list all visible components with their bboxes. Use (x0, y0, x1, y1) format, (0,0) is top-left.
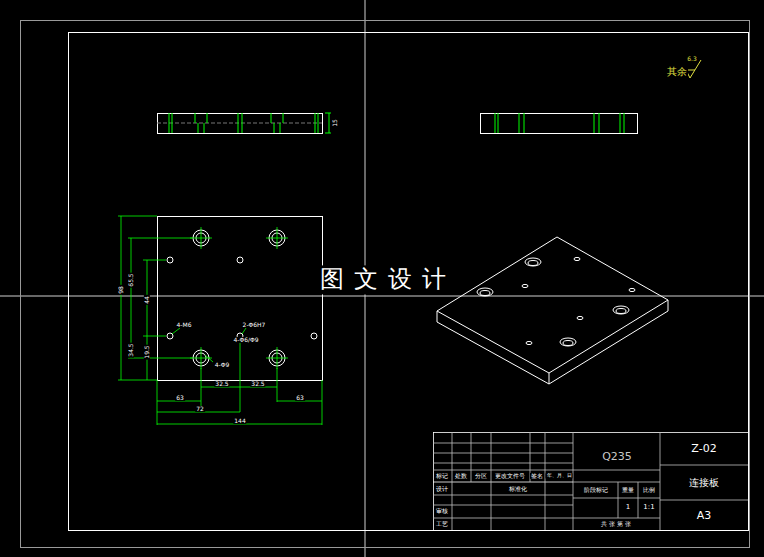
table-cell: 审核 (435, 508, 449, 514)
table-cell: 重量 (621, 487, 635, 493)
table-cell: 年、月、日 (546, 473, 573, 478)
table-cell: 设计 (435, 486, 449, 492)
dimension: 15 (332, 118, 338, 128)
dimension: 72 (195, 406, 205, 412)
table-cell: 处数 (454, 473, 468, 479)
dimension: 63 (175, 395, 185, 401)
dimension: 63 (295, 395, 305, 401)
table-cell: 1:1 (642, 504, 655, 511)
table-cell: 签名 (530, 473, 544, 479)
hole-callout: 4-M6 (176, 322, 193, 328)
table-cell: 更改文件号 (494, 473, 526, 479)
dimension: 98 (118, 285, 124, 295)
table-cell: 比例 (642, 487, 656, 493)
hole-callout: 4-Φ9 (214, 362, 231, 368)
dimension: 34.5 (128, 342, 134, 357)
table-cell: 工艺 (435, 521, 449, 527)
part-name: 连接板 (688, 478, 720, 489)
hole-callout: 4-Φ6/Φ9 (232, 337, 259, 343)
table-cell: 共 张 第 张 (600, 521, 632, 527)
dimension: 44 (144, 295, 150, 305)
table-cell: 分区 (474, 473, 488, 479)
material: Q235 (601, 451, 633, 463)
drawing-number: Z-02 (690, 443, 717, 455)
dimension: 19.5 (144, 344, 150, 359)
table-cell: 标准化 (508, 486, 528, 492)
table-cell: 1 (625, 504, 631, 511)
dimension: 32.5 (250, 381, 265, 387)
hole-callout: 2-Φ6H7 (242, 322, 267, 328)
dimension: 32.5 (214, 381, 229, 387)
table-cell: 标记 (435, 473, 449, 479)
roughness-value: 6.3 (686, 56, 698, 62)
roughness-note: 其余 (666, 67, 688, 78)
table-cell: 阶段标记 (583, 487, 609, 493)
dimension: 144 (233, 418, 246, 424)
sheet-size: A3 (696, 510, 713, 522)
dimension: 65.5 (128, 272, 134, 287)
watermark: 图文设计 (314, 265, 462, 294)
